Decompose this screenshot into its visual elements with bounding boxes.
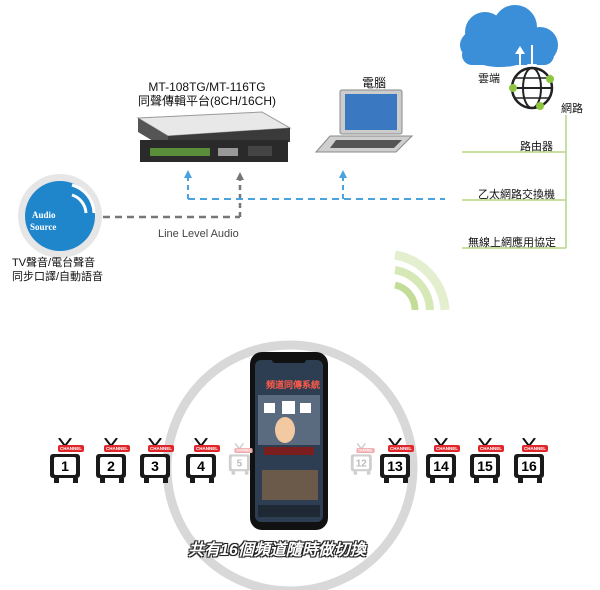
network-item-router: 路由器 [520, 141, 553, 153]
channel-number: 13 [384, 457, 406, 475]
wifi-waves-icon [394, 250, 450, 311]
audio-arrow [236, 172, 244, 180]
channel-number: 4 [190, 457, 212, 475]
channel-badge: CHANNEL [356, 448, 375, 453]
channel-tv-icon: CHANNEL 13 [376, 438, 416, 486]
channel-badge: CHANNEL [522, 445, 548, 452]
antenna-icon [146, 438, 164, 446]
device-arrow [184, 170, 192, 178]
channel-badge: CHANNEL [58, 445, 84, 452]
channel-badge: CHANNEL [148, 445, 174, 452]
network-item-wireless: 無線上網應用協定 [468, 237, 556, 249]
channel-tv-icon: CHANNEL 14 [422, 438, 462, 486]
channel-number: 15 [474, 457, 496, 475]
channel-badge: CHANNEL [388, 445, 414, 452]
caption: 共有16個頻道隨時做切換 [188, 542, 366, 559]
antenna-icon [102, 438, 120, 446]
cloud-icon [460, 5, 558, 72]
antenna-icon [386, 438, 404, 446]
antenna-icon [56, 438, 74, 446]
channel-tv-icon: CHANNEL 15 [466, 438, 506, 486]
audio-badge-line2: Source [30, 222, 57, 232]
device-subtitle: 同聲傳輯平台(8CH/16CH) [137, 94, 276, 108]
antenna-icon [233, 443, 246, 449]
channel-badge: CHANNEL [478, 445, 504, 452]
channel-tv-icon: CHANNEL 3 [136, 438, 176, 486]
antenna-icon [520, 438, 538, 446]
channel-badge: CHANNEL [194, 445, 220, 452]
audio-desc-line2: 同步口譯/自動語音 [12, 271, 104, 283]
antenna-icon [192, 438, 210, 446]
channel-tv-icon: CHANNEL 2 [92, 438, 132, 486]
channel-number: 12 [353, 456, 369, 470]
globe-icon [509, 66, 554, 110]
channel-number: 3 [144, 457, 166, 475]
channel-number: 2 [100, 457, 122, 475]
channel-number: 16 [518, 457, 540, 475]
smartphone-icon [250, 352, 328, 530]
channel-tv-icon: CHANNEL 5 [226, 443, 254, 477]
antenna-icon [355, 443, 368, 449]
antenna-icon [432, 438, 450, 446]
network-item-switch: 乙太網路交換機 [478, 189, 555, 201]
audio-source-icon [18, 174, 102, 258]
audio-desc-line1: TV聲音/電台聲音 [12, 257, 96, 269]
channel-number: 14 [430, 457, 452, 475]
channel-tv-icon: CHANNEL 1 [46, 438, 86, 486]
audio-badge-line1: Audio [32, 210, 56, 220]
network-label: 網路 [561, 103, 583, 115]
device-hardware-icon [136, 111, 292, 162]
cloud-label: 雲端 [478, 73, 500, 85]
channel-number: 1 [54, 457, 76, 475]
computer-arrow [339, 170, 347, 178]
antenna-icon [476, 438, 494, 446]
channel-number: 5 [231, 456, 247, 470]
phone-screen-title: 頻道同傳系統 [266, 380, 321, 390]
channel-tv-icon: CHANNEL 4 [182, 438, 222, 486]
laptop-icon [314, 89, 414, 153]
channel-tv-icon: CHANNEL 16 [510, 438, 550, 486]
device-model: MT-108TG/MT-116TG [148, 80, 266, 94]
channel-tv-icon: CHANNEL 12 [348, 443, 376, 477]
computer-label: 電腦 [362, 76, 387, 90]
channel-badge: CHANNEL [234, 448, 253, 453]
line-level-label: Line Level Audio [158, 228, 239, 240]
channel-badge: CHANNEL [434, 445, 460, 452]
channel-badge: CHANNEL [104, 445, 130, 452]
